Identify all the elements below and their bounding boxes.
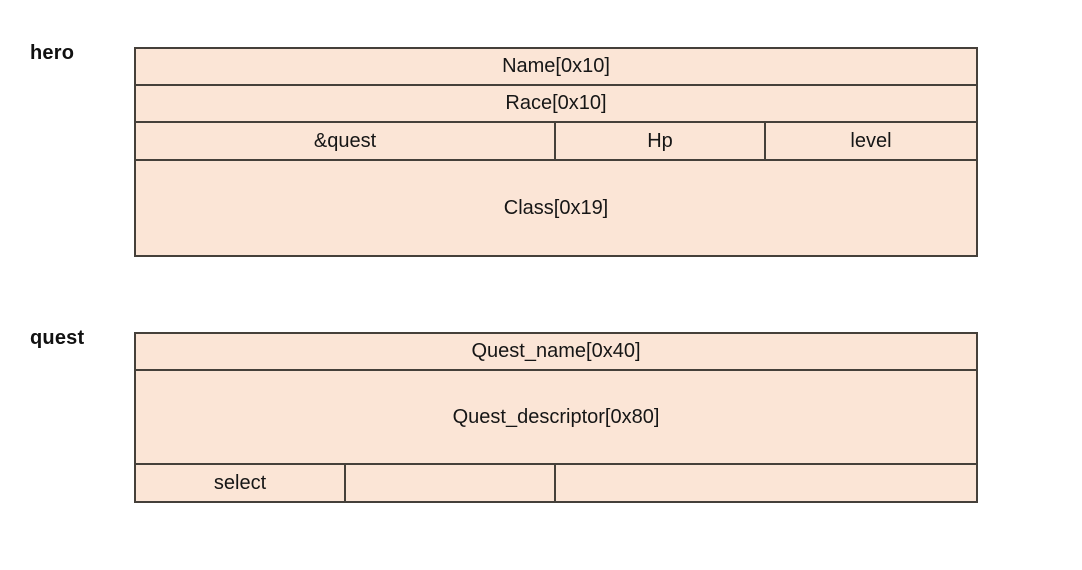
struct-quest-field-empty [556,465,976,501]
struct-hero-field-name-0x10: Name[0x10] [136,49,976,86]
field-label: Quest_descriptor[0x80] [452,405,660,428]
field-label: level [850,129,892,152]
struct-quest-field-quest-descriptor-0x80: Quest_descriptor[0x80] [136,371,976,465]
struct-quest-field-select: select [136,465,346,501]
struct-hero-field-class-0x19: Class[0x19] [136,161,976,255]
struct-quest-field-empty [346,465,556,501]
struct-hero-field-level: level [766,123,976,161]
field-label: Name[0x10] [502,55,610,77]
field-label: Class[0x19] [503,196,609,219]
field-label: &quest [313,129,377,152]
struct-quest-field-quest-name-0x40: Quest_name[0x40] [136,334,976,371]
struct-hero-name-label: hero [30,42,75,64]
field-label: Race[0x10] [505,92,607,114]
field-label: Quest_name[0x40] [471,340,641,362]
struct-quest-name-label: quest [30,327,85,349]
struct-hero-field-race-0x10: Race[0x10] [136,86,976,123]
struct-quest-table: Quest_name[0x40] Quest_descriptor[0x80]se… [134,332,978,503]
struct-hero-field-hp: Hp [556,123,766,161]
field-label: select [213,471,267,494]
field-label: Hp [647,129,673,152]
struct-hero-field-quest: &quest [136,123,556,161]
